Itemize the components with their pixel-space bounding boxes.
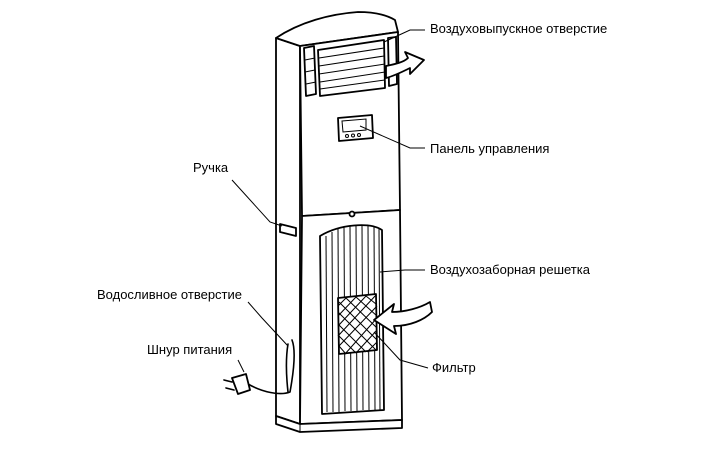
air-outlet-arrow	[385, 51, 425, 79]
label-filter: Фильтр	[432, 360, 476, 375]
label-handle: Ручка	[193, 160, 229, 175]
label-power-cord: Шнур питания	[147, 342, 233, 357]
unit-handle	[279, 223, 297, 237]
unit-top-cap	[275, 11, 399, 47]
label-control-panel: Панель управления	[430, 141, 550, 156]
air-intake-arrow	[373, 301, 433, 335]
power-cord	[247, 339, 295, 395]
air-outlet-louvers	[303, 36, 398, 97]
label-drain-hole: Водосливное отверстие	[97, 287, 242, 302]
label-air-intake-grille: Воздухозаборная решетка	[430, 262, 590, 277]
filter-mesh	[337, 293, 378, 355]
label-air-outlet: Воздуховыпускное отверстие	[430, 21, 608, 36]
power-plug	[231, 373, 251, 395]
control-panel-display	[337, 114, 374, 142]
